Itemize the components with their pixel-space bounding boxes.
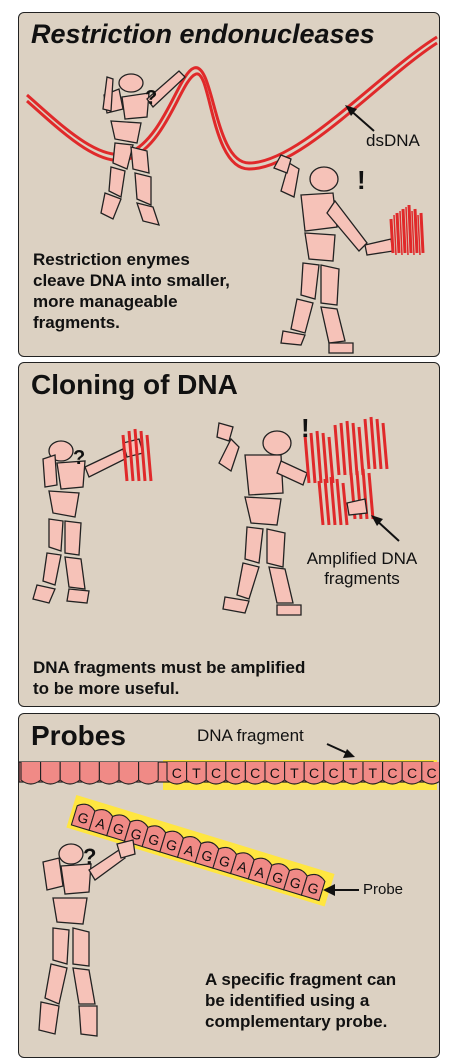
- dna-fragment-label: DNA fragment: [197, 726, 304, 746]
- fragment-cell: [41, 762, 61, 784]
- dsdna-label: dsDNA: [366, 131, 420, 151]
- fragment-base-letter: T: [369, 765, 378, 781]
- fragment-base-letter: C: [309, 765, 319, 781]
- figure-with-fragments: [274, 155, 393, 353]
- fragment-base-letter: C: [231, 765, 241, 781]
- exclamation-mark: !: [301, 413, 310, 444]
- fragment-cell: [60, 762, 80, 784]
- dna-fragments-bundle: [391, 205, 423, 255]
- panel3-caption: A specific fragment can be identified us…: [205, 969, 396, 1032]
- fragment-base-letter: T: [192, 765, 201, 781]
- fragment-cell: [21, 762, 41, 784]
- question-mark: ?: [145, 87, 157, 110]
- amplified-label: Amplified DNA fragments: [287, 549, 437, 589]
- fragment-base-letter: C: [250, 765, 260, 781]
- amplified-fragments-bundle: [305, 417, 387, 525]
- question-mark: ?: [83, 844, 96, 870]
- panel1-caption: Restriction enymes cleave DNA into small…: [33, 249, 230, 333]
- fragment-base-letter: C: [211, 765, 221, 781]
- panel2-caption: DNA fragments must be amplified to be mo…: [33, 657, 305, 699]
- fragment-base-letter: C: [172, 765, 182, 781]
- question-mark: ?: [73, 447, 85, 470]
- panel-cloning-of-dna: Cloning of DNA: [18, 362, 440, 707]
- fragment-base-letter: C: [387, 765, 397, 781]
- probe-label: Probe: [363, 881, 403, 898]
- fragment-base-letter: C: [329, 765, 339, 781]
- fragment-base-letter: T: [349, 765, 358, 781]
- fragment-arrowhead: [343, 749, 355, 758]
- fragment-base-letter: C: [427, 765, 437, 781]
- fragment-base-letter: C: [407, 765, 417, 781]
- fragment-cell: [119, 762, 139, 784]
- fragment-base-letter: T: [290, 765, 299, 781]
- fragment-cell: [80, 762, 100, 784]
- fragment-base-letter: C: [270, 765, 280, 781]
- exclamation-mark: !: [357, 165, 366, 196]
- panel2-art: [19, 363, 439, 706]
- fragment-cell: [99, 762, 119, 784]
- panel-restriction-endonucleases: Restriction endonucleases: [18, 12, 440, 357]
- figure-holding-dna: [101, 71, 185, 225]
- hand: [347, 499, 367, 515]
- fragment-cell: [139, 762, 159, 784]
